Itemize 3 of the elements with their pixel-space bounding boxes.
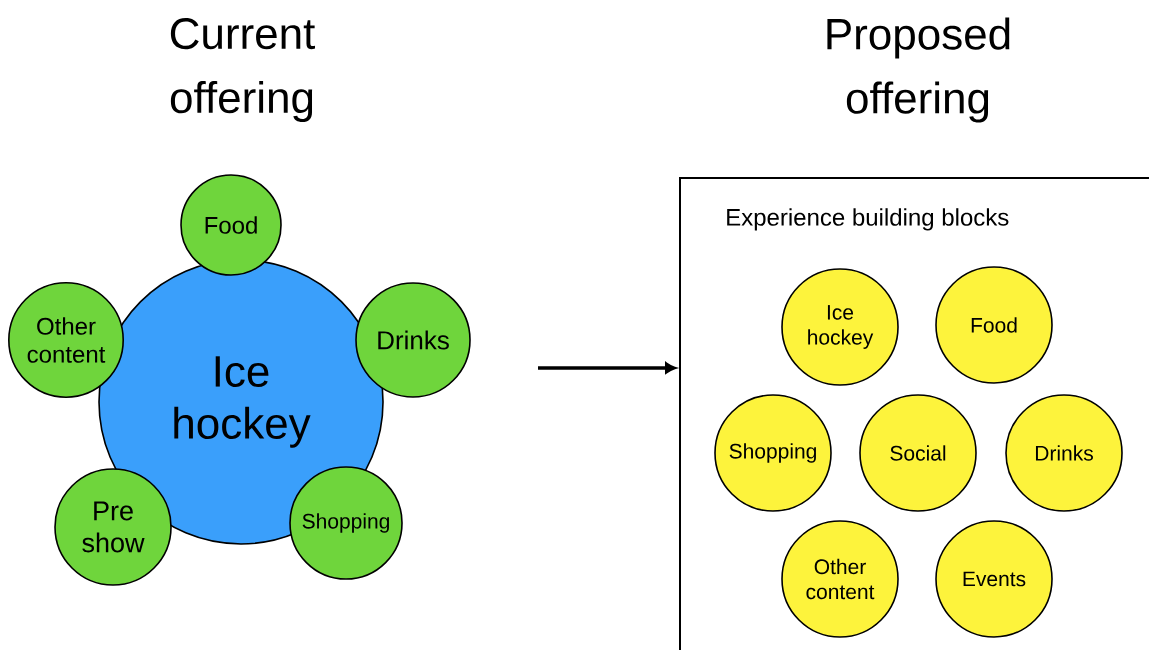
heading: Proposed offering <box>827 17 1010 123</box>
heading: Current offering <box>170 18 315 122</box>
arrow <box>538 362 676 374</box>
